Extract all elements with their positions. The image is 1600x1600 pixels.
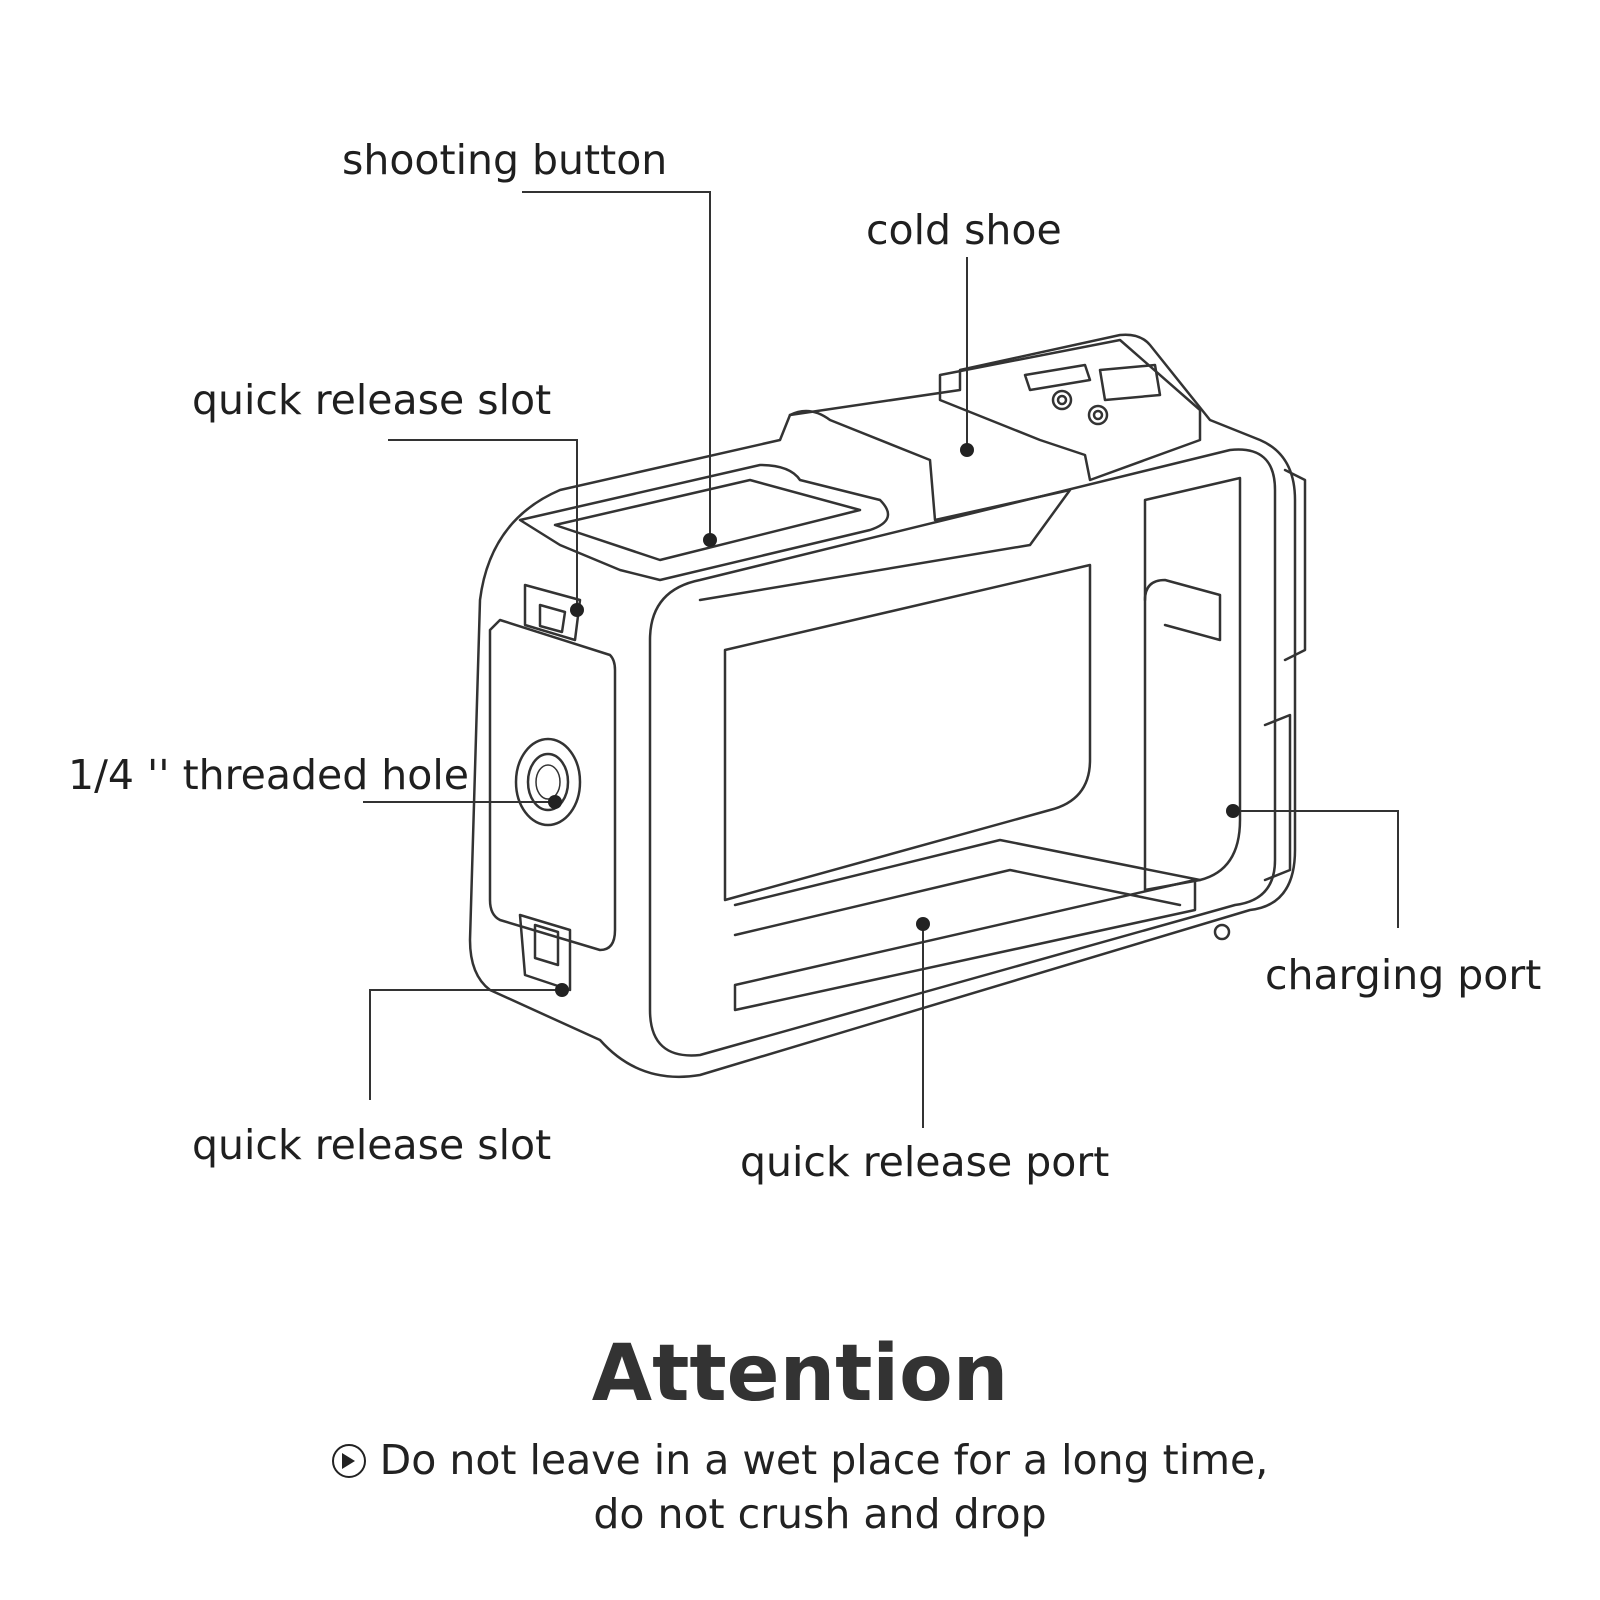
dot-shooting-button <box>703 533 717 547</box>
label-threaded-hole: 1/4 '' threaded hole <box>68 751 469 799</box>
label-quick-release-slot-bottom: quick release slot <box>192 1121 552 1169</box>
dot-release-port <box>916 917 930 931</box>
button-recess <box>518 463 890 582</box>
bottom-slot <box>518 913 572 992</box>
attention-text-1: Do not leave in a wet place for a long t… <box>379 1436 1269 1484</box>
dot-charging-port <box>1226 804 1240 818</box>
leader-slot-top <box>388 439 578 610</box>
dot-threaded-hole <box>548 795 562 809</box>
label-shooting-button: shooting button <box>342 136 668 184</box>
top-plate <box>698 409 1072 602</box>
label-quick-release-slot-top: quick release slot <box>192 376 552 424</box>
label-quick-release-port: quick release port <box>740 1138 1110 1186</box>
circle-chevron-right-icon <box>331 1444 366 1478</box>
side-panel <box>488 618 617 952</box>
leader-slot-bottom <box>369 989 560 1100</box>
threaded-hole-ring <box>514 737 582 827</box>
dot-slot-bottom <box>555 983 569 997</box>
bottom-rail <box>733 878 1197 1012</box>
label-cold-shoe: cold shoe <box>866 206 1062 254</box>
dot-cold-shoe <box>960 443 974 457</box>
attention-title: Attention <box>591 1329 1009 1419</box>
front-frame <box>648 448 1277 1057</box>
cage-outline <box>468 333 1297 1079</box>
cold-shoe-mount <box>938 338 1202 482</box>
leader-charging-port <box>1233 810 1399 928</box>
attention-line-1: Do not leave in a wet place for a long t… <box>0 1440 1600 1481</box>
side-window <box>1143 476 1242 892</box>
label-charging-port: charging port <box>1265 951 1542 999</box>
attention-line-2: do not crush and drop <box>593 1490 1047 1538</box>
front-window <box>723 563 1092 902</box>
top-slot <box>523 583 582 642</box>
dot-slot-top <box>570 603 584 617</box>
leader-shooting-button <box>522 191 711 540</box>
